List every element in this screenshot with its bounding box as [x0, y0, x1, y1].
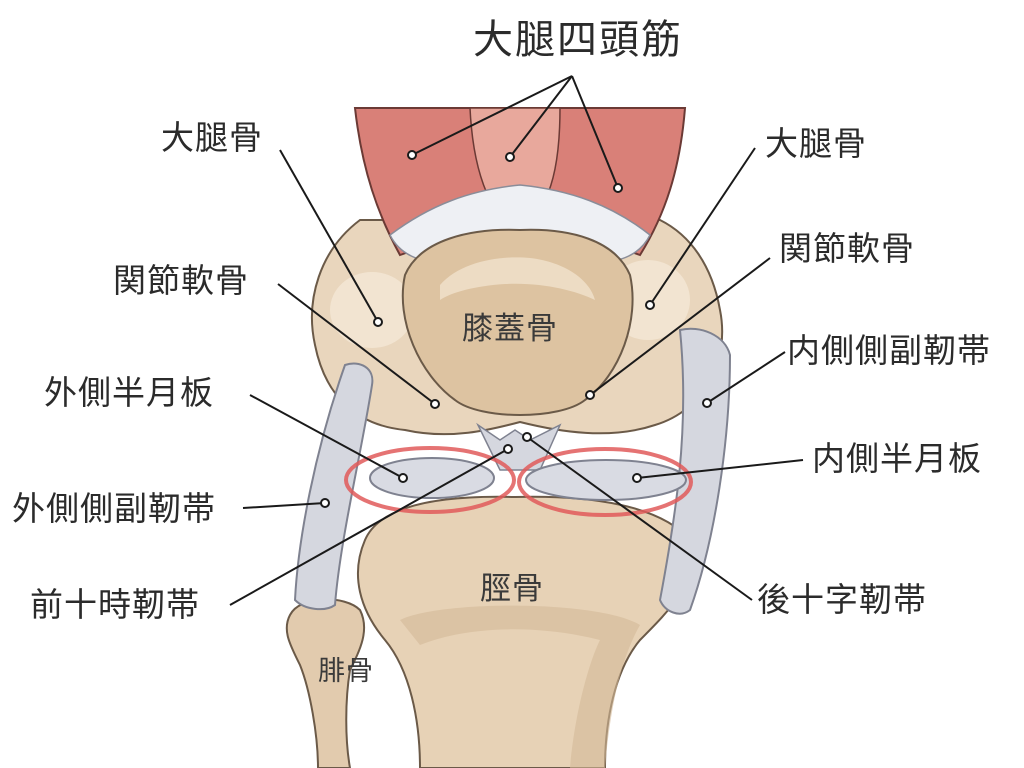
- femur-label-left: 大腿骨: [161, 118, 263, 157]
- articular-cartilage-label-right: 関節軟骨: [779, 229, 915, 268]
- lateral-meniscus-label: 外側半月板: [44, 373, 214, 412]
- fibula-bone: [285, 598, 366, 768]
- medial-collateral-ligament-label: 内側側副靭帯: [787, 331, 991, 370]
- leader-lines: [229, 75, 804, 606]
- tibia-bone: [357, 495, 693, 768]
- lateral-meniscus-ring: [344, 446, 516, 514]
- femur-label-right: 大腿骨: [765, 124, 867, 163]
- lateral-collateral-ligament-label: 外側側副靭帯: [12, 489, 216, 528]
- patella-label: 膝蓋骨: [462, 311, 558, 347]
- medial-meniscus-ring: [517, 447, 693, 517]
- pcl-label: 後十字靭帯: [757, 580, 927, 619]
- quadriceps-label: 大腿四頭筋: [473, 17, 683, 63]
- lateral-meniscus: [369, 457, 495, 499]
- cruciate-ligaments: [476, 422, 562, 471]
- acl-label: 前十時靭帯: [30, 585, 200, 624]
- medial-meniscus: [525, 459, 687, 501]
- articular-cartilage-label-left: 関節軟骨: [113, 261, 249, 300]
- tibia-shading: [400, 605, 640, 768]
- tibia-label: 脛骨: [480, 571, 544, 607]
- patella-highlight: [440, 257, 595, 300]
- fibula-label: 腓骨: [318, 656, 374, 687]
- lateral-collateral-ligament: [293, 362, 374, 611]
- medial-meniscus-label: 内側半月板: [812, 439, 982, 478]
